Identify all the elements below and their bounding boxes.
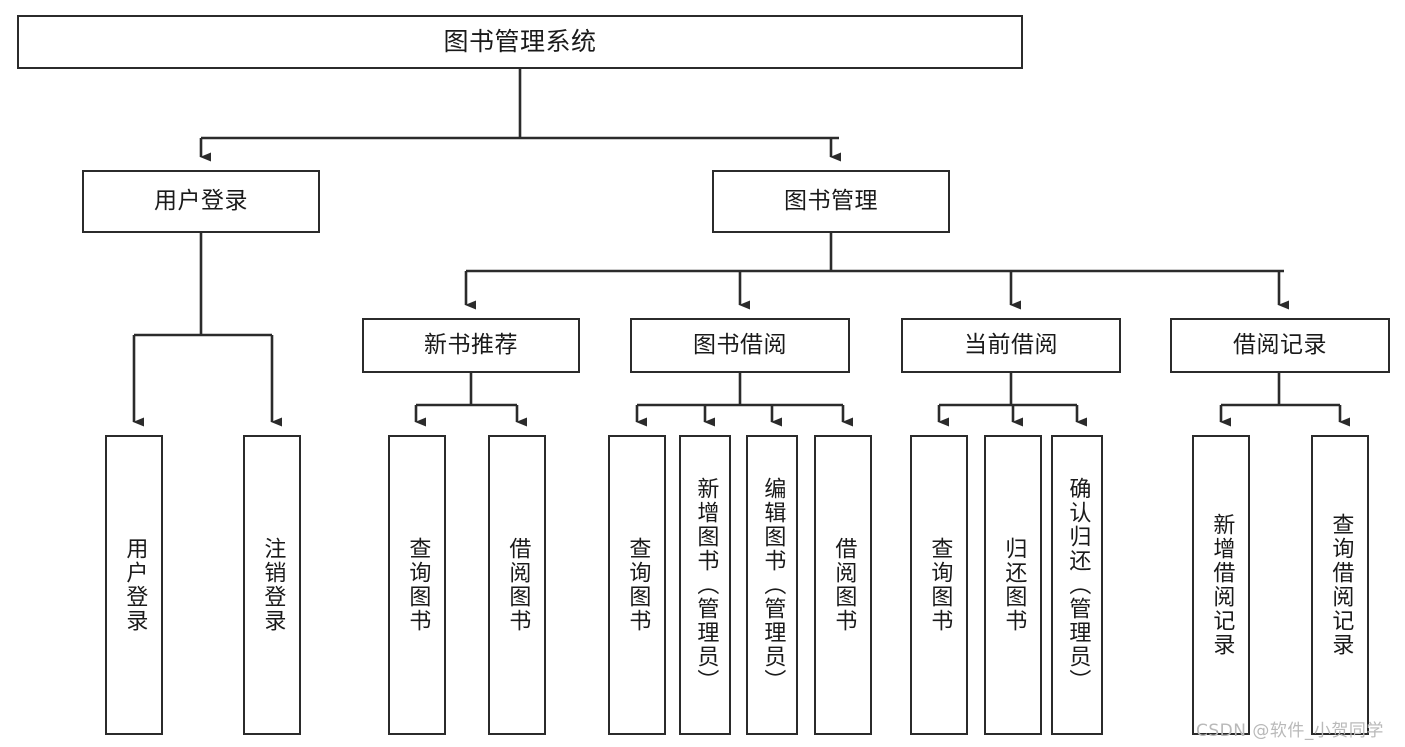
leaf-query-book-rec[interactable]: 查询图书 xyxy=(388,435,446,735)
node-label: 图书借阅 xyxy=(693,331,787,358)
edges-current-borrow-to-leaves xyxy=(937,373,1087,427)
node-label: 用户登录 xyxy=(154,187,248,214)
edges-borrow-record-to-leaves xyxy=(1219,373,1350,427)
edges-book-mgmt-to-level3 xyxy=(464,233,1289,310)
leaf-return-book[interactable]: 归还图书 xyxy=(984,435,1042,735)
node-label: 借阅图书 xyxy=(505,537,531,633)
leaf-confirm-return-admin[interactable]: 确认归还（管理员） xyxy=(1051,435,1103,735)
node-label: 查询图书 xyxy=(625,537,651,633)
node-label: 注销登录 xyxy=(260,537,286,633)
leaf-add-book-admin[interactable]: 新增图书（管理员） xyxy=(679,435,731,735)
leaf-borrow-book[interactable]: 借阅图书 xyxy=(814,435,872,735)
node-root-system[interactable]: 图书管理系统 xyxy=(17,15,1023,69)
node-label: 当前借阅 xyxy=(964,331,1058,358)
node-label: 借阅图书 xyxy=(831,537,857,633)
edges-book-borrow-to-leaves xyxy=(635,373,853,427)
node-user-login[interactable]: 用户登录 xyxy=(82,170,320,233)
node-label: 借阅记录 xyxy=(1233,331,1327,358)
node-new-book-recommendation[interactable]: 新书推荐 xyxy=(362,318,580,373)
leaf-query-book-borrow[interactable]: 查询图书 xyxy=(608,435,666,735)
node-label: 用户登录 xyxy=(122,537,148,633)
node-label: 查询借阅记录 xyxy=(1328,513,1354,657)
node-label: 新书推荐 xyxy=(424,331,518,358)
node-label: 查询图书 xyxy=(927,537,953,633)
node-label: 归还图书 xyxy=(1001,537,1027,633)
node-label: 编辑图书（管理员） xyxy=(760,477,786,693)
node-label: 查询图书 xyxy=(405,537,431,633)
leaf-query-book-current[interactable]: 查询图书 xyxy=(910,435,968,735)
node-book-borrowing[interactable]: 图书借阅 xyxy=(630,318,850,373)
node-label: 新增借阅记录 xyxy=(1209,513,1235,657)
edges-root-to-level2 xyxy=(199,69,841,162)
node-borrowing-record[interactable]: 借阅记录 xyxy=(1170,318,1390,373)
node-label: 图书管理 xyxy=(784,187,878,214)
leaf-query-borrow-record[interactable]: 查询借阅记录 xyxy=(1311,435,1369,735)
node-label: 确认归还（管理员） xyxy=(1065,477,1091,693)
node-label: 图书管理系统 xyxy=(443,27,597,56)
leaf-edit-book-admin[interactable]: 编辑图书（管理员） xyxy=(746,435,798,735)
edges-new-book-rec-to-leaves xyxy=(414,373,527,427)
leaf-borrow-book-rec[interactable]: 借阅图书 xyxy=(488,435,546,735)
leaf-add-borrow-record[interactable]: 新增借阅记录 xyxy=(1192,435,1250,735)
edges-user-login-to-leaves xyxy=(132,233,282,427)
leaf-logout-login[interactable]: 注销登录 xyxy=(243,435,301,735)
node-current-borrowing[interactable]: 当前借阅 xyxy=(901,318,1121,373)
node-label: 新增图书（管理员） xyxy=(693,477,719,693)
node-book-management[interactable]: 图书管理 xyxy=(712,170,950,233)
leaf-user-login[interactable]: 用户登录 xyxy=(105,435,163,735)
